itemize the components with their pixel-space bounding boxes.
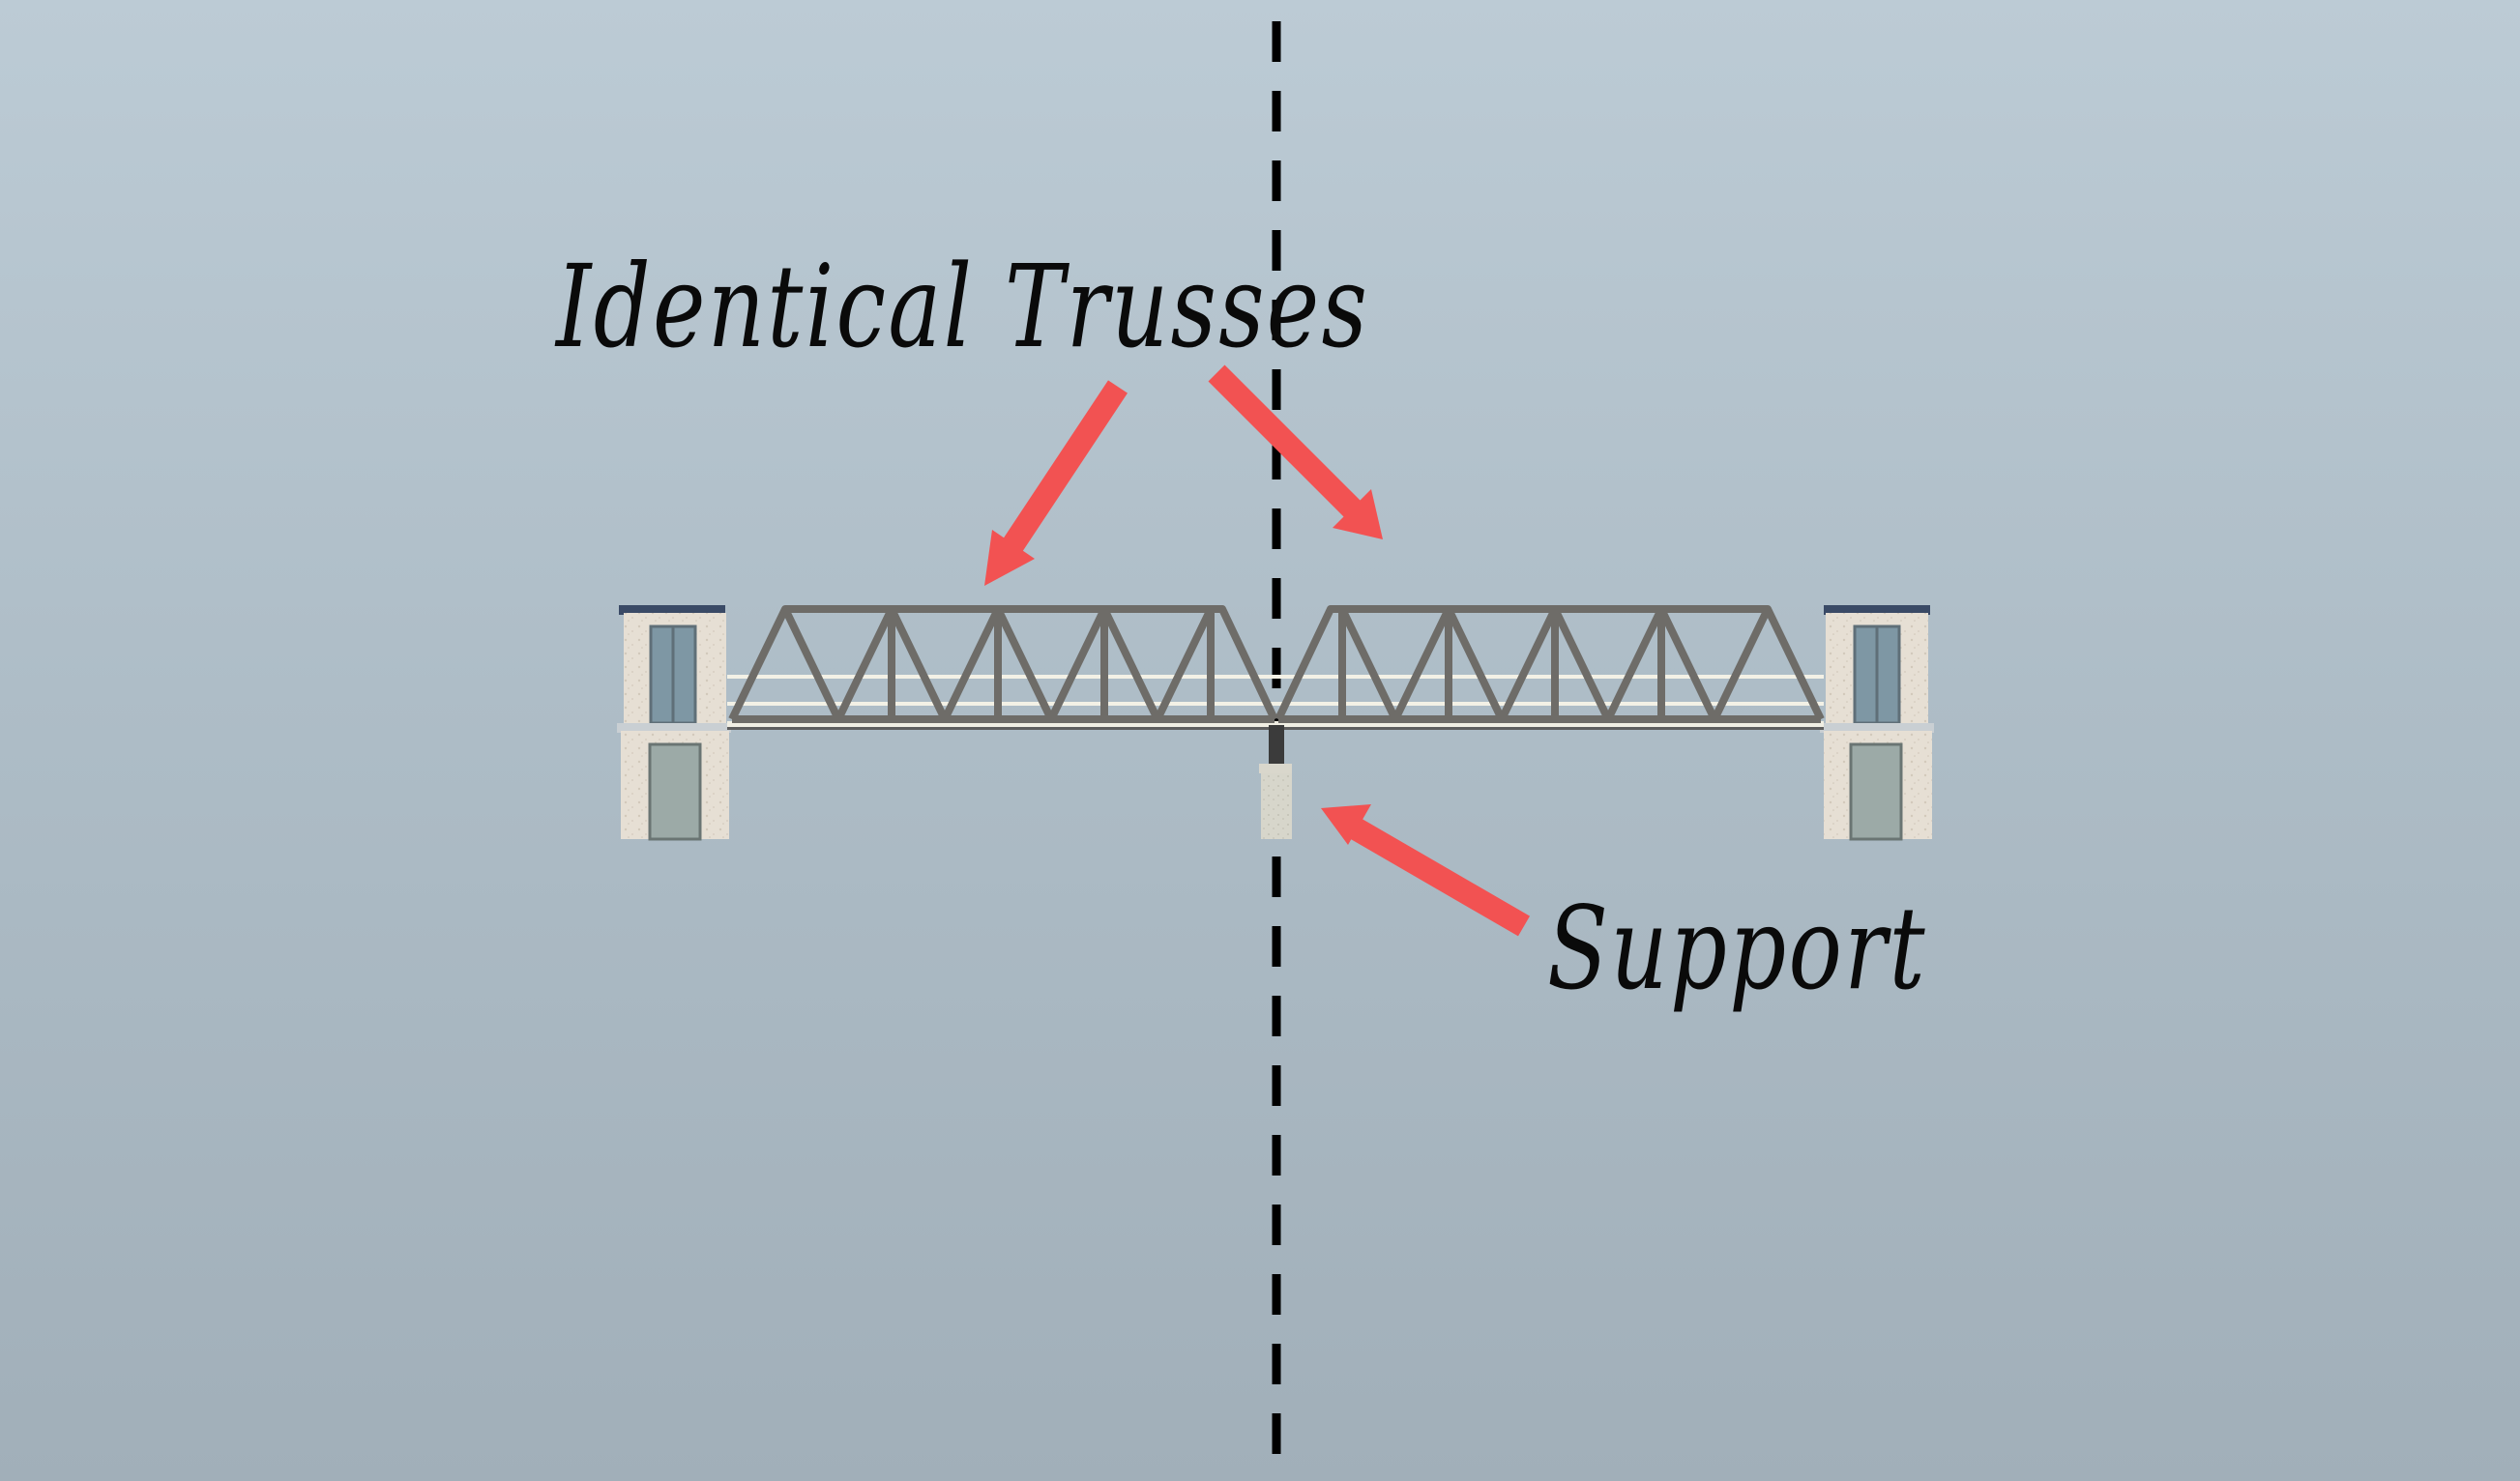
arrow-icon-right-truss [1208,364,1383,539]
arrow-icon-left-truss [984,380,1128,586]
right-tower-icon [1820,605,1934,841]
left-truss-icon [728,605,1278,723]
support-pier-icon [1259,725,1292,839]
arrow-icon-support [1321,804,1531,937]
identical-trusses-label: Identical Trusses [556,240,1370,373]
support-label: Support [1547,882,1927,1015]
right-truss-icon [1275,605,1825,723]
left-tower-icon [617,605,731,841]
